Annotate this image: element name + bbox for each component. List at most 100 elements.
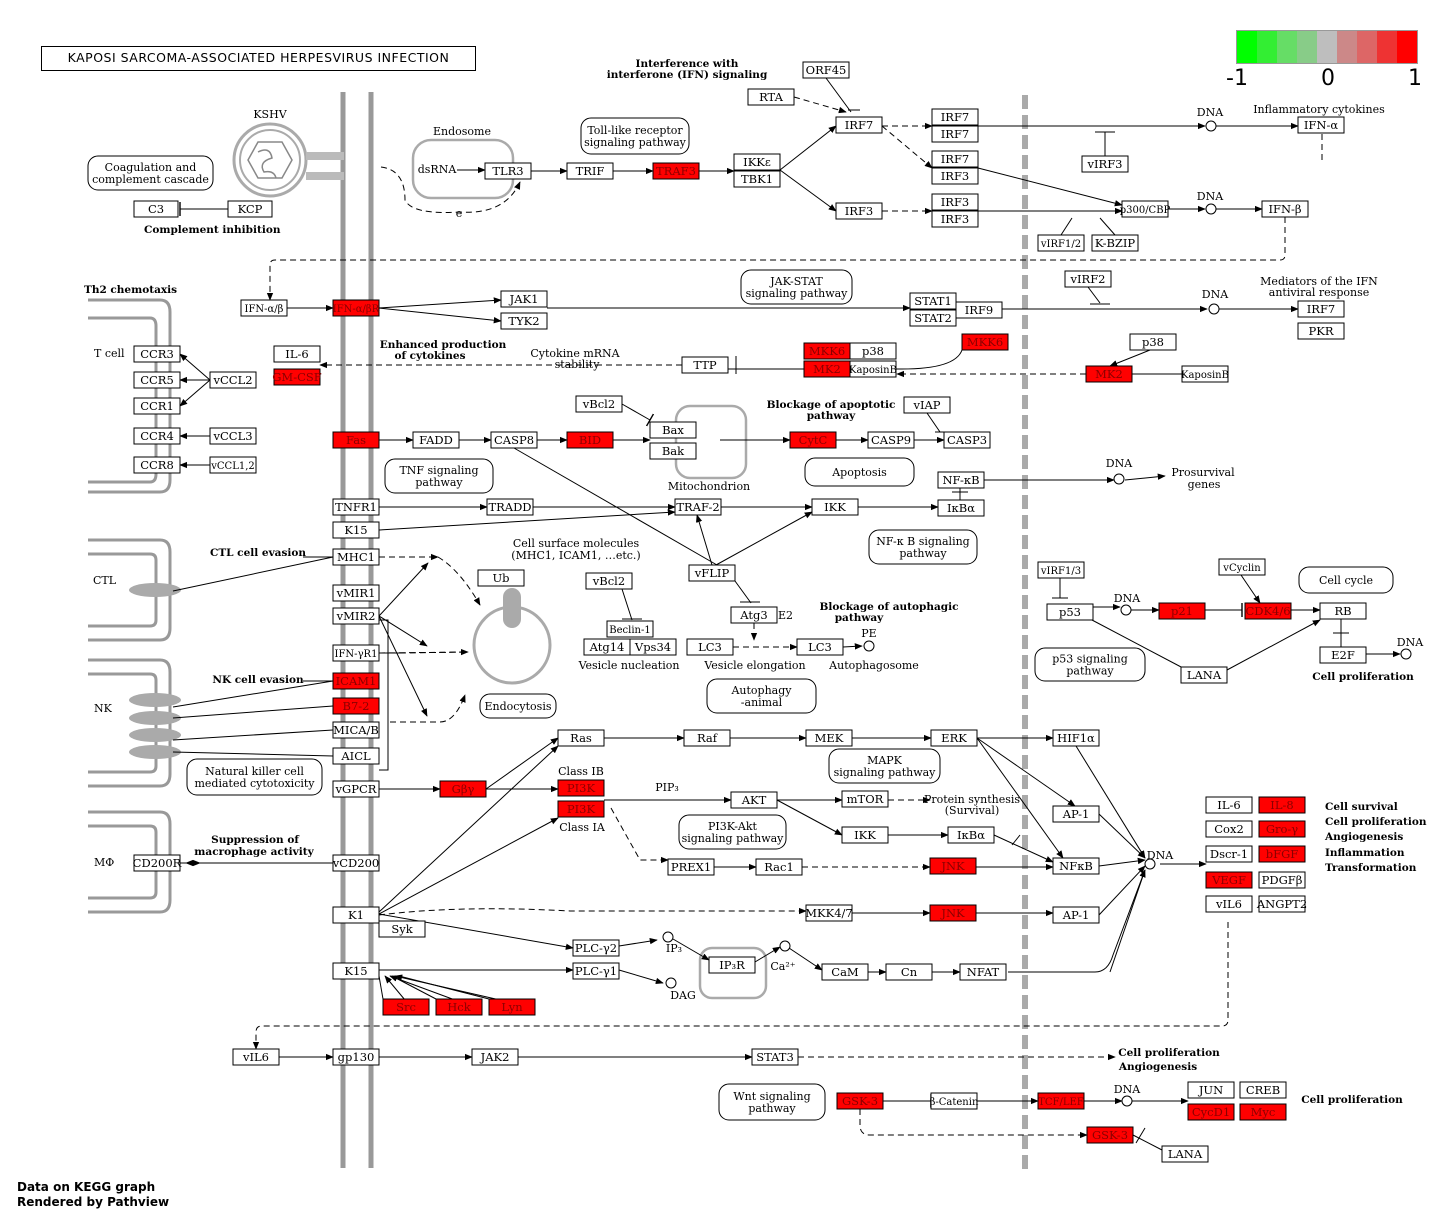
- gene-node-ifnab[interactable]: IFN-α/β: [240, 299, 288, 317]
- gene-node-k1[interactable]: K1: [332, 906, 380, 924]
- gene-node-vbcl2a[interactable]: vBcl2: [575, 395, 623, 413]
- gene-node-vgpcr[interactable]: vGPCR: [332, 780, 380, 798]
- gene-node-bfgf[interactable]: bFGF: [1258, 845, 1306, 863]
- gene-node-stat2[interactable]: STAT2: [909, 309, 957, 327]
- gene-node-irf3a[interactable]: IRF3: [835, 202, 883, 220]
- gene-node-vmir1[interactable]: vMIR1: [332, 584, 380, 602]
- gene-node-ccr8[interactable]: CCR8: [133, 456, 181, 474]
- gene-node-casp8[interactable]: CASP8: [490, 431, 538, 449]
- gene-node-ap1b[interactable]: AP-1: [1052, 906, 1100, 924]
- gene-node-gmcsf[interactable]: GM-CSF: [272, 368, 322, 386]
- gene-node-grog[interactable]: Gro-γ: [1258, 820, 1306, 838]
- gene-node-ifnb[interactable]: IFN-β: [1261, 200, 1309, 218]
- pathway-link-endocytosis[interactable]: Endocytosis: [479, 693, 557, 719]
- gene-node-vccl2[interactable]: vCCL2: [209, 371, 257, 389]
- gene-node-ccr4[interactable]: CCR4: [133, 427, 181, 445]
- gene-node-plcg2[interactable]: PLC-γ2: [572, 939, 620, 957]
- gene-node-pi3k2[interactable]: PI3K: [557, 800, 605, 818]
- gene-node-prex1[interactable]: PREX1: [667, 858, 715, 876]
- gene-node-bcat[interactable]: β-Catenin: [930, 1092, 979, 1110]
- gene-node-stat3[interactable]: STAT3: [751, 1048, 799, 1066]
- gene-node-ifngr1[interactable]: IFN-γR1: [332, 644, 380, 662]
- gene-node-orf45[interactable]: ORF45: [802, 61, 850, 79]
- gene-node-plcg1[interactable]: PLC-γ1: [572, 962, 620, 980]
- gene-node-cn[interactable]: Cn: [885, 963, 933, 981]
- gene-node-src[interactable]: Src: [382, 998, 430, 1016]
- gene-node-gsk3b[interactable]: GSK-3: [1086, 1126, 1134, 1144]
- gene-node-ccr5[interactable]: CCR5: [133, 371, 181, 389]
- gene-node-icam1[interactable]: ICAM1: [332, 672, 380, 690]
- gene-node-tbk1[interactable]: TBK1: [733, 170, 781, 188]
- gene-node-p38b[interactable]: p38: [1129, 333, 1177, 351]
- gene-node-nfat[interactable]: NFAT: [959, 963, 1007, 981]
- gene-node-irf3d[interactable]: IRF3: [931, 210, 979, 228]
- gene-node-tlr3[interactable]: TLR3: [484, 162, 532, 180]
- gene-node-mkk47[interactable]: MKK4/7: [805, 904, 853, 922]
- gene-node-atg3[interactable]: Atg3: [730, 606, 778, 624]
- gene-node-traf3[interactable]: TRAF3: [652, 162, 700, 180]
- gene-node-syk[interactable]: Syk: [378, 920, 426, 938]
- gene-node-irf9[interactable]: IRF9: [955, 301, 1003, 319]
- gene-node-mkk6b[interactable]: MKK6: [961, 333, 1009, 351]
- gene-node-hck[interactable]: Hck: [435, 998, 483, 1016]
- gene-node-hif1a[interactable]: HIF1α: [1052, 729, 1100, 747]
- gene-node-cycd1[interactable]: CycD1: [1187, 1103, 1235, 1121]
- gene-node-gbg[interactable]: Gβγ: [439, 780, 487, 798]
- gene-node-creb[interactable]: CREB: [1239, 1081, 1287, 1099]
- gene-node-rac1[interactable]: Rac1: [755, 858, 803, 876]
- gene-node-ccr1[interactable]: CCR1: [133, 397, 181, 415]
- gene-node-stat1[interactable]: STAT1: [909, 292, 957, 310]
- gene-node-ikk1[interactable]: IKK: [811, 498, 859, 516]
- gene-node-bax[interactable]: Bax: [649, 421, 697, 439]
- gene-node-vccl3[interactable]: vCCL3: [209, 427, 257, 445]
- gene-node-ccr3[interactable]: CCR3: [133, 345, 181, 363]
- gene-node-k15a[interactable]: K15: [332, 521, 380, 539]
- gene-node-b72[interactable]: B7-2: [332, 697, 380, 715]
- gene-node-vegf[interactable]: VEGF: [1205, 871, 1253, 889]
- gene-node-fas[interactable]: Fas: [332, 431, 380, 449]
- gene-node-vbcl2b[interactable]: vBcl2: [585, 572, 633, 590]
- pathway-link-autophagy[interactable]: Autophagy-animal: [706, 678, 817, 714]
- gene-node-irf3b[interactable]: IRF3: [931, 167, 979, 185]
- gene-node-mica[interactable]: MICA/B: [332, 721, 380, 739]
- gene-node-virf12[interactable]: vIRF1/2: [1037, 234, 1085, 252]
- gene-node-cdk46[interactable]: CDK4/6: [1244, 602, 1292, 620]
- gene-node-e2f[interactable]: E2F: [1319, 646, 1367, 664]
- gene-node-angpt2[interactable]: ANGPT2: [1256, 895, 1307, 913]
- gene-node-lyn[interactable]: Lyn: [488, 998, 536, 1016]
- gene-node-rta[interactable]: RTA: [747, 88, 795, 106]
- gene-node-vcyclin[interactable]: vCyclin: [1218, 558, 1266, 576]
- gene-node-irf7c[interactable]: IRF7: [931, 125, 979, 143]
- gene-node-atg14[interactable]: Atg14: [583, 638, 631, 656]
- gene-node-raf[interactable]: Raf: [683, 729, 731, 747]
- gene-node-irf3c[interactable]: IRF3: [931, 193, 979, 211]
- gene-node-nfkb1[interactable]: NF-κB: [937, 471, 985, 489]
- gene-node-p21[interactable]: p21: [1158, 602, 1206, 620]
- gene-node-vmir2[interactable]: vMIR2: [332, 607, 380, 625]
- gene-node-p38a[interactable]: p38: [849, 342, 897, 360]
- gene-node-jnk1[interactable]: JNK: [929, 857, 977, 875]
- gene-node-pkr[interactable]: PKR: [1297, 322, 1345, 340]
- gene-node-il8[interactable]: IL-8: [1258, 796, 1306, 814]
- gene-node-mk2b[interactable]: MK2: [1085, 365, 1133, 383]
- gene-node-pi3k1[interactable]: PI3K: [557, 779, 605, 797]
- gene-node-p53[interactable]: p53: [1046, 603, 1094, 621]
- gene-node-casp3[interactable]: CASP3: [943, 431, 991, 449]
- gene-node-erk[interactable]: ERK: [930, 729, 978, 747]
- gene-node-vil6a[interactable]: vIL6: [232, 1048, 280, 1066]
- gene-node-ub[interactable]: Ub: [477, 569, 525, 587]
- gene-node-virf3[interactable]: vIRF3: [1081, 155, 1129, 173]
- gene-node-tradd[interactable]: TRADD: [486, 498, 534, 516]
- gene-node-ikke[interactable]: IKKε: [733, 153, 781, 171]
- gene-node-mhc1[interactable]: MHC1: [332, 548, 380, 566]
- gene-node-tnfr1[interactable]: TNFR1: [332, 498, 380, 516]
- gene-node-jnk2[interactable]: JNK: [929, 904, 977, 922]
- gene-node-dscr1[interactable]: Dscr-1: [1205, 845, 1253, 863]
